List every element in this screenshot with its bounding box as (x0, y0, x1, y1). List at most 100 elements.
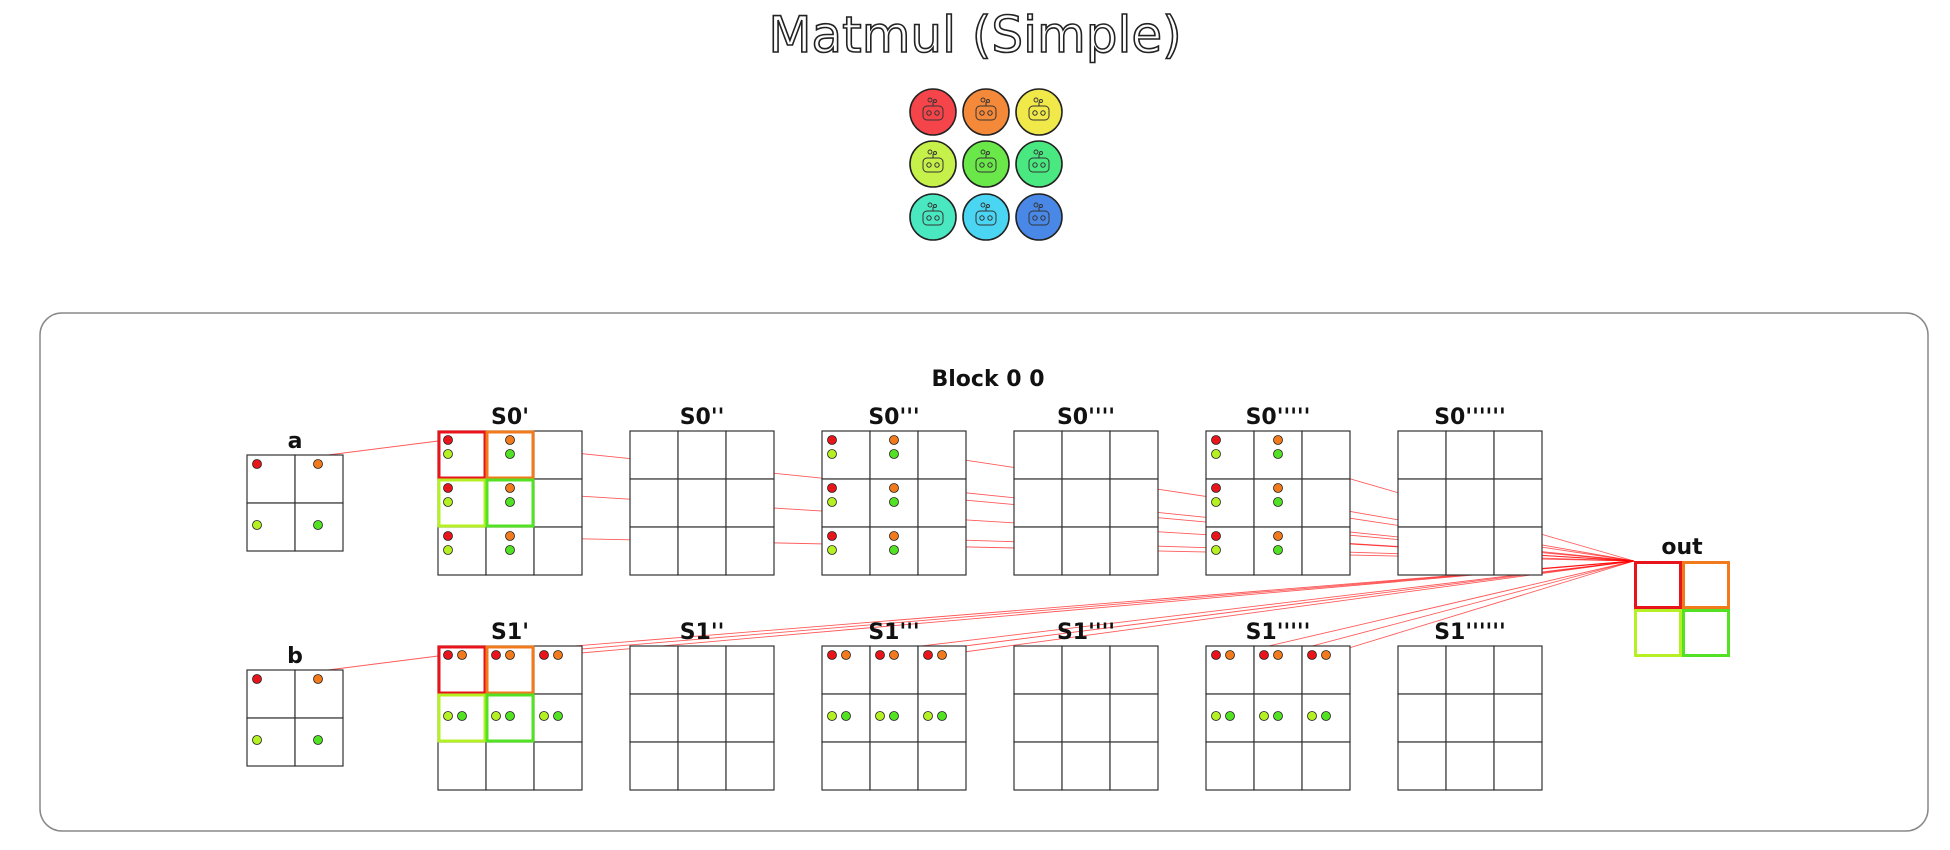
highlight-cell (485, 693, 535, 743)
highlight-cell (485, 645, 535, 695)
connection-line (557, 560, 1635, 656)
block-frame (39, 312, 1929, 832)
thread-dot (1273, 449, 1283, 459)
thread-dot (889, 650, 899, 660)
thread-dot (1211, 545, 1221, 555)
output-cell (1682, 561, 1730, 609)
grid-cell (1445, 478, 1495, 528)
thread-dot (889, 435, 899, 445)
connection-line (893, 560, 1635, 656)
thread-dot (827, 545, 837, 555)
grid-s1: S1'' (629, 620, 775, 791)
thread-dot (505, 483, 515, 493)
grid-cell (485, 741, 535, 791)
thread-dot (505, 497, 515, 507)
grid-cell (1301, 741, 1351, 791)
thread-dot (889, 531, 899, 541)
grid-s0: S0' (437, 405, 583, 576)
thread-dot (443, 650, 453, 660)
grid-cell (1253, 741, 1303, 791)
robot-icon (962, 88, 1010, 136)
thread-dot (443, 483, 453, 493)
highlight-cell (437, 430, 487, 480)
thread-dot (252, 674, 262, 684)
grid-cell (1397, 741, 1447, 791)
grid-s0: S0''''' (1205, 405, 1351, 576)
thread-dot (1321, 650, 1331, 660)
grid-cell (1445, 693, 1495, 743)
grid-cell (1493, 741, 1543, 791)
thread-dot (827, 435, 837, 445)
connection-line (1325, 560, 1635, 656)
grid-cell (1109, 478, 1159, 528)
connection-line (461, 560, 1635, 656)
thread-dot (443, 497, 453, 507)
robot-icon (909, 88, 957, 136)
grid-label: S0'' (680, 405, 725, 430)
thread-dot (443, 531, 453, 541)
grid-s1: S1''' (821, 620, 967, 791)
grid-label: S0''''' (1246, 405, 1311, 430)
grid-cell (1493, 478, 1543, 528)
grid-s1: S1'''''' (1397, 620, 1543, 791)
thread-dot (443, 545, 453, 555)
grid-cell (1445, 526, 1495, 576)
grid-cell (1301, 430, 1351, 480)
grid-cell (1301, 526, 1351, 576)
grid-cell (725, 430, 775, 480)
grid-cell (725, 526, 775, 576)
robot-icon (962, 193, 1010, 241)
highlight-cell (437, 693, 487, 743)
thread-dot (505, 435, 515, 445)
thread-dot (1211, 650, 1221, 660)
thread-dot (1273, 483, 1283, 493)
grid-cell (1109, 645, 1159, 695)
robot-icon (962, 140, 1010, 188)
grid-s0: S0'''''' (1397, 405, 1543, 576)
grid-cell (917, 478, 967, 528)
grid-cell (725, 478, 775, 528)
thread-dot (889, 449, 899, 459)
grid-cell (1301, 478, 1351, 528)
grid-cell (533, 741, 583, 791)
grid-label: S1'''''' (1434, 620, 1506, 645)
grid-cell (533, 526, 583, 576)
grid-s1: S1' (437, 620, 583, 791)
grid-cell (1445, 645, 1495, 695)
grid-cell (869, 741, 919, 791)
thread-dot (539, 650, 549, 660)
grid-cell (1013, 693, 1063, 743)
thread-dot (1259, 711, 1269, 721)
grid-cell (677, 526, 727, 576)
thread-dot (1211, 531, 1221, 541)
grid-cell (1013, 478, 1063, 528)
grid-cell (1061, 478, 1111, 528)
thread-dot (841, 650, 851, 660)
grid-s1: S1'''' (1013, 620, 1159, 791)
grid-cell (1013, 526, 1063, 576)
highlight-cell (437, 645, 487, 695)
grid-cell (1061, 741, 1111, 791)
thread-dot (553, 711, 563, 721)
thread-dot (505, 449, 515, 459)
thread-dot (1273, 531, 1283, 541)
grid-cell (1013, 741, 1063, 791)
grid-cell (725, 693, 775, 743)
grid-label: S0'''''' (1434, 405, 1506, 430)
connection-line (845, 560, 1635, 656)
thread-dot (457, 650, 467, 660)
robot-icon (909, 140, 957, 188)
thread-dot (1225, 711, 1235, 721)
grid-cell (1397, 693, 1447, 743)
thread-dot (505, 545, 515, 555)
thread-dot (1307, 711, 1317, 721)
grid-cell (1397, 645, 1447, 695)
thread-dot (1307, 650, 1317, 660)
thread-dot (505, 650, 515, 660)
grid-cell (917, 430, 967, 480)
thread-dot (1273, 650, 1283, 660)
grid-cell (1493, 430, 1543, 480)
grid-cell (725, 741, 775, 791)
thread-dot (1273, 545, 1283, 555)
grid-label: S1' (491, 620, 529, 645)
